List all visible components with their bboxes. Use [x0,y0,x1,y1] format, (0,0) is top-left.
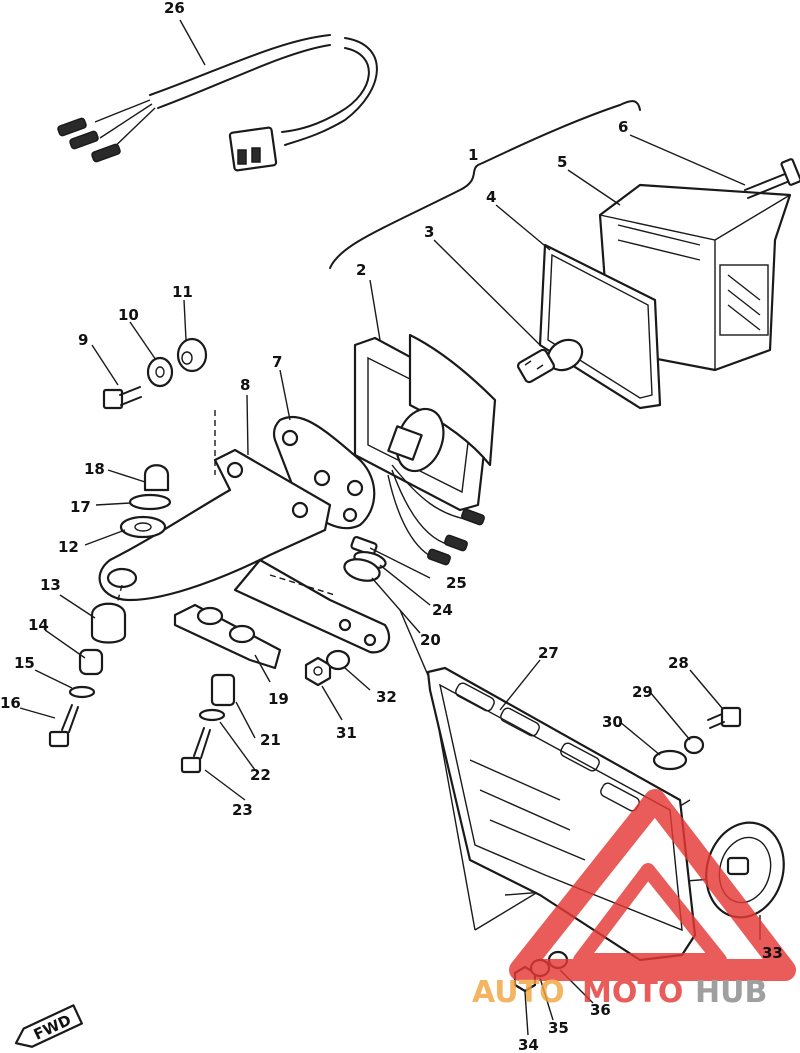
watermark-triangle [509,789,796,981]
callout-24: 24 [432,601,453,619]
callout-10: 10 [118,306,139,324]
part-22-washer [198,708,226,722]
watermark-text-moto: MOTO [582,975,683,1010]
part-15-washer [68,685,96,699]
part-18-cap-nut [143,464,170,492]
part-4-lens-gasket [538,243,662,410]
part-30-washer [652,749,688,771]
callout-28: 28 [668,654,689,672]
part-19-rubber-mount [173,603,282,670]
callout-19: 19 [268,690,289,708]
callout-20: 20 [420,631,441,649]
part-10-washer [146,356,174,388]
callout-8: 8 [240,376,250,394]
callout-36: 36 [590,1001,611,1019]
callout-13: 13 [40,576,61,594]
callout-22: 22 [250,766,271,784]
part-9-bolt [102,386,142,410]
callout-1: 1 [468,146,478,164]
callout-9: 9 [78,331,88,349]
callout-5: 5 [557,153,567,171]
leader-lines [19,19,761,1036]
callout-numbers: 1 2 3 4 5 6 7 8 9 10 11 12 13 14 15 16 1… [0,0,783,1053]
callout-21: 21 [260,731,281,749]
part-1-assembly-bracket [329,100,641,269]
callout-17: 17 [70,498,91,516]
callout-11: 11 [172,283,193,301]
watermark-text-hub: HUB [695,975,767,1010]
callout-23: 23 [232,801,253,819]
watermark-logo: AUTO MOTO HUB [472,789,796,1010]
callout-15: 15 [14,654,35,672]
part-2-light-base [353,333,497,512]
callout-32: 32 [376,688,397,706]
part-23-bolt [180,727,211,774]
part-26-wire-harness [57,34,378,172]
base-wire-leads [387,464,485,566]
callout-26: 26 [164,0,185,17]
part-32-washer [325,649,351,671]
callout-25: 25 [446,574,467,592]
part-11-collar [176,337,208,373]
callout-6: 6 [618,118,628,136]
callout-18: 18 [84,460,105,478]
part-8-tail-stay [98,448,391,654]
callout-14: 14 [28,616,49,634]
callout-34: 34 [518,1036,539,1053]
callout-7: 7 [272,353,282,371]
part-12-rubber-washer [119,515,167,539]
callout-30: 30 [602,713,623,731]
part-29-washer [683,735,705,755]
fwd-direction-arrow: FWD [14,1004,83,1048]
callout-12: 12 [58,538,79,556]
part-20-grommet [343,558,381,582]
part-31-nut [304,656,332,687]
callout-2: 2 [356,261,366,279]
callout-27: 27 [538,644,559,662]
part-13-grommet [90,602,127,644]
part-28-bolt [707,706,742,729]
part-3-bulb [517,338,584,384]
part-16-bolt [48,704,79,748]
part-14-collar [78,648,104,676]
part-6-screw [744,158,800,199]
watermark-inner-triangle [573,863,727,967]
callout-4: 4 [486,188,496,206]
part-17-washer [128,493,172,511]
callout-33: 33 [762,944,783,962]
watermark-text-auto: AUTO [472,975,565,1010]
callout-3: 3 [424,223,434,241]
part-21-collar [210,673,236,707]
callout-16: 16 [0,694,21,712]
callout-31: 31 [336,724,357,742]
callout-29: 29 [632,683,653,701]
callout-35: 35 [548,1019,569,1037]
